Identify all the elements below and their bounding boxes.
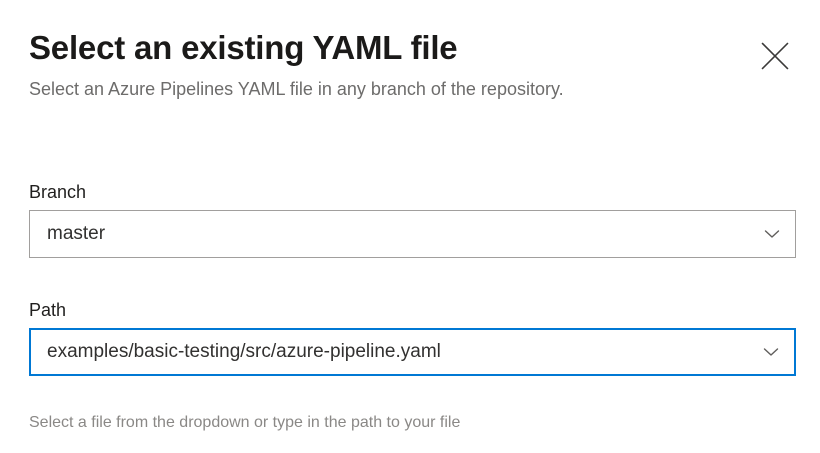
dialog-subtitle: Select an Azure Pipelines YAML file in a… <box>29 79 564 99</box>
path-label: Path <box>29 300 67 320</box>
branch-label: Branch <box>29 182 87 202</box>
branch-chevron-down-icon[interactable] <box>749 224 795 244</box>
dialog-header: Select an existing YAML file Select an A… <box>29 28 769 104</box>
page-title: Select an existing YAML file <box>29 29 458 66</box>
path-help-text: Select a file from the dropdown or type … <box>29 414 461 431</box>
path-combobox[interactable] <box>29 328 796 376</box>
branch-field-group: Branch <box>29 180 796 258</box>
close-icon <box>761 42 789 70</box>
close-button[interactable] <box>755 36 795 76</box>
path-field-group: Path <box>29 298 796 376</box>
branch-input[interactable] <box>30 221 749 247</box>
path-input[interactable] <box>31 339 748 365</box>
branch-combobox[interactable] <box>29 210 796 258</box>
path-chevron-down-icon[interactable] <box>748 342 794 362</box>
